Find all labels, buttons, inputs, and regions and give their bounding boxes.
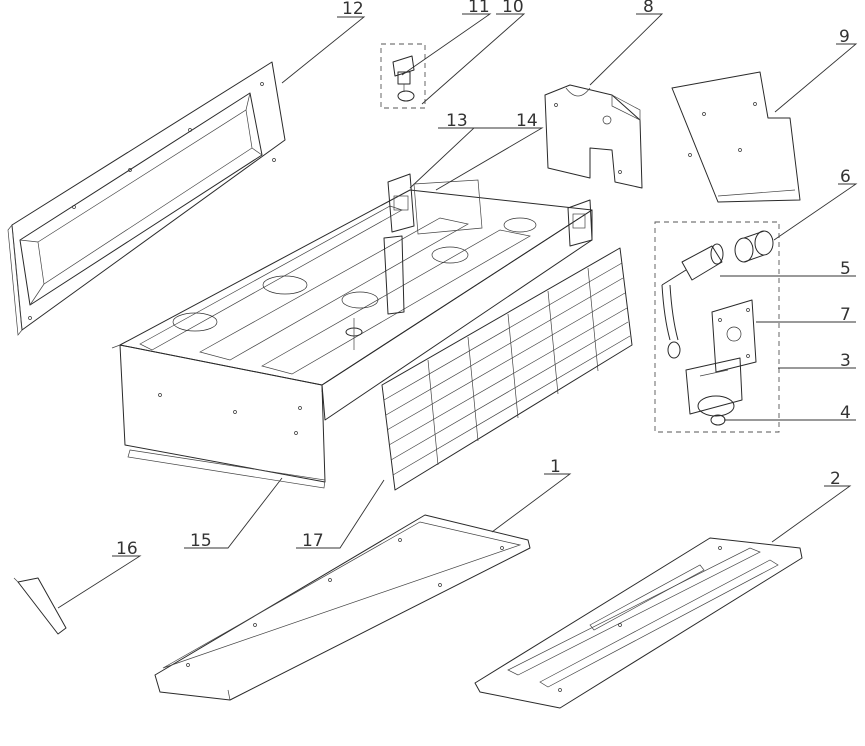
callout-1: 1 bbox=[550, 457, 561, 477]
part-4-pump-motor bbox=[685, 357, 743, 426]
part-7-mount-plate bbox=[711, 299, 757, 373]
callout-17: 17 bbox=[302, 531, 324, 551]
pump-assembly bbox=[654, 221, 780, 433]
callout-labels: 12 11 10 8 9 13 14 6 5 7 3 4 1 2 15 17 1… bbox=[116, 0, 851, 559]
part-5-pipe bbox=[661, 243, 724, 359]
callout-16: 16 bbox=[116, 539, 138, 559]
callout-12: 12 bbox=[342, 0, 364, 19]
part-8-bracket-plate bbox=[544, 84, 643, 189]
callout-14: 14 bbox=[516, 111, 538, 131]
part-12-frame-panel bbox=[7, 61, 286, 336]
callout-8: 8 bbox=[643, 0, 654, 17]
callout-6: 6 bbox=[840, 167, 851, 187]
part-2-bottom-panel bbox=[474, 537, 803, 709]
part-9-side-plate bbox=[671, 71, 801, 203]
callout-7: 7 bbox=[840, 305, 851, 325]
part-6-cylinder bbox=[734, 230, 774, 263]
callout-13: 13 bbox=[446, 111, 468, 131]
part-1-bottom-panel bbox=[154, 514, 531, 701]
callout-9: 9 bbox=[839, 27, 850, 47]
callout-11: 11 bbox=[468, 0, 490, 17]
leader-lines bbox=[57, 13, 858, 609]
main-housing-chassis bbox=[111, 173, 593, 489]
part-17-grille bbox=[381, 247, 633, 491]
callout-3: 3 bbox=[840, 351, 851, 371]
part-16-small-bracket bbox=[13, 577, 67, 635]
part-10-11-bracket-assembly bbox=[380, 43, 426, 109]
callout-4: 4 bbox=[840, 403, 851, 423]
callout-5: 5 bbox=[840, 259, 851, 279]
callout-15: 15 bbox=[190, 531, 212, 551]
callout-2: 2 bbox=[830, 469, 841, 489]
callout-10: 10 bbox=[502, 0, 524, 17]
